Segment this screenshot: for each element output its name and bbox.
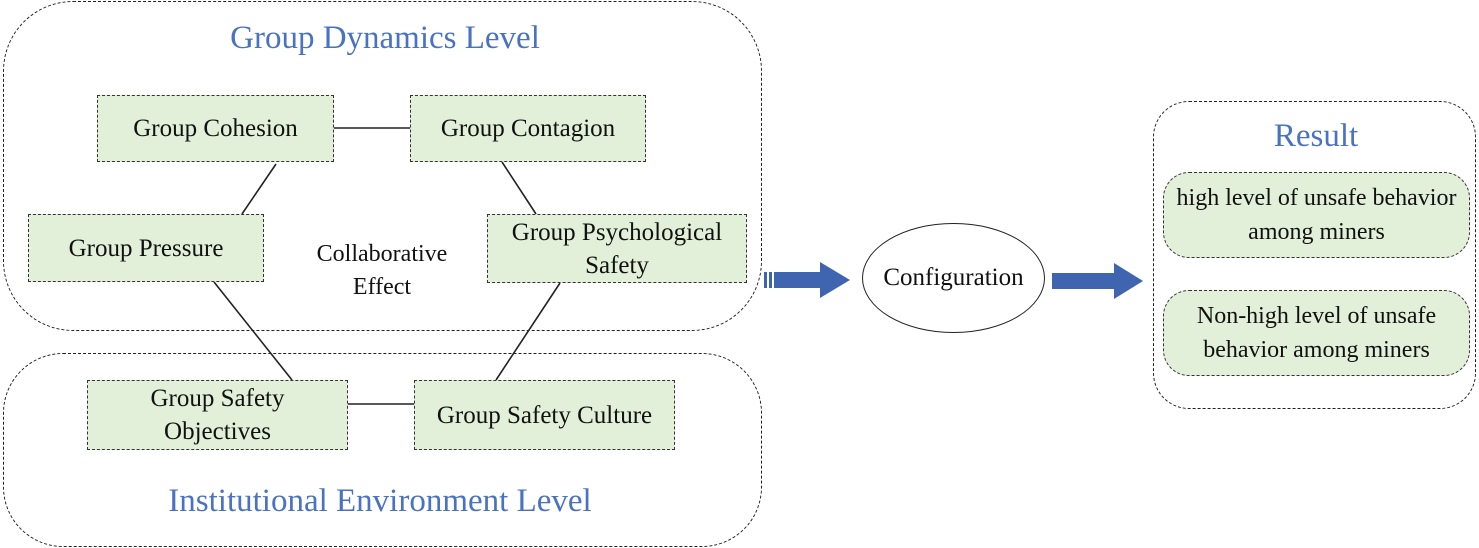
- factor-group-cohesion: Group Cohesion: [97, 95, 334, 162]
- link-psych-culture: [495, 282, 561, 381]
- result-title: Result: [1273, 118, 1359, 154]
- factor-label: Group Cohesion: [133, 115, 298, 142]
- factor-label: Group Pressure: [68, 234, 224, 262]
- link-cohesion-pressure: [241, 163, 277, 215]
- factor-label: Group Safety Objectives: [150, 385, 285, 445]
- factor-group-safety-objectives: Group Safety Objectives: [87, 380, 348, 450]
- factor-label: Group Psychological Safety: [511, 218, 723, 279]
- group-dynamics-title: Group Dynamics Level: [230, 20, 540, 56]
- result-non-high-unsafe: Non-high level of unsafe behavior among …: [1163, 290, 1470, 376]
- result-region: [1153, 101, 1476, 409]
- institutional-title: Institutional Environment Level: [168, 483, 592, 519]
- factor-label: Group Safety Culture: [436, 401, 653, 429]
- factor-group-pressure: Group Pressure: [28, 214, 264, 282]
- factor-group-safety-culture: Group Safety Culture: [414, 380, 675, 450]
- result-item-label: high level of unsafe behavior among mine…: [1176, 185, 1457, 245]
- factor-group-psychological-safety: Group Psychological Safety: [487, 214, 747, 283]
- arrow-to-configuration: [764, 262, 850, 298]
- group-dynamics-region: [3, 1, 762, 331]
- link-contagion-psych: [501, 161, 537, 215]
- link-pressure-objectives: [213, 281, 293, 381]
- factor-label: Group Contagion: [440, 115, 616, 142]
- configuration-node: Configuration: [862, 223, 1045, 333]
- arrow-to-result: [1052, 263, 1143, 299]
- configuration-label: Configuration: [883, 264, 1024, 291]
- result-high-unsafe: high level of unsafe behavior among mine…: [1163, 172, 1470, 258]
- result-item-label: Non-high level of unsafe behavior among …: [1196, 303, 1437, 363]
- institutional-region: [3, 353, 762, 547]
- collaborative-effect-label: Collaborative Effect: [316, 241, 448, 300]
- factor-group-contagion: Group Contagion: [410, 95, 646, 162]
